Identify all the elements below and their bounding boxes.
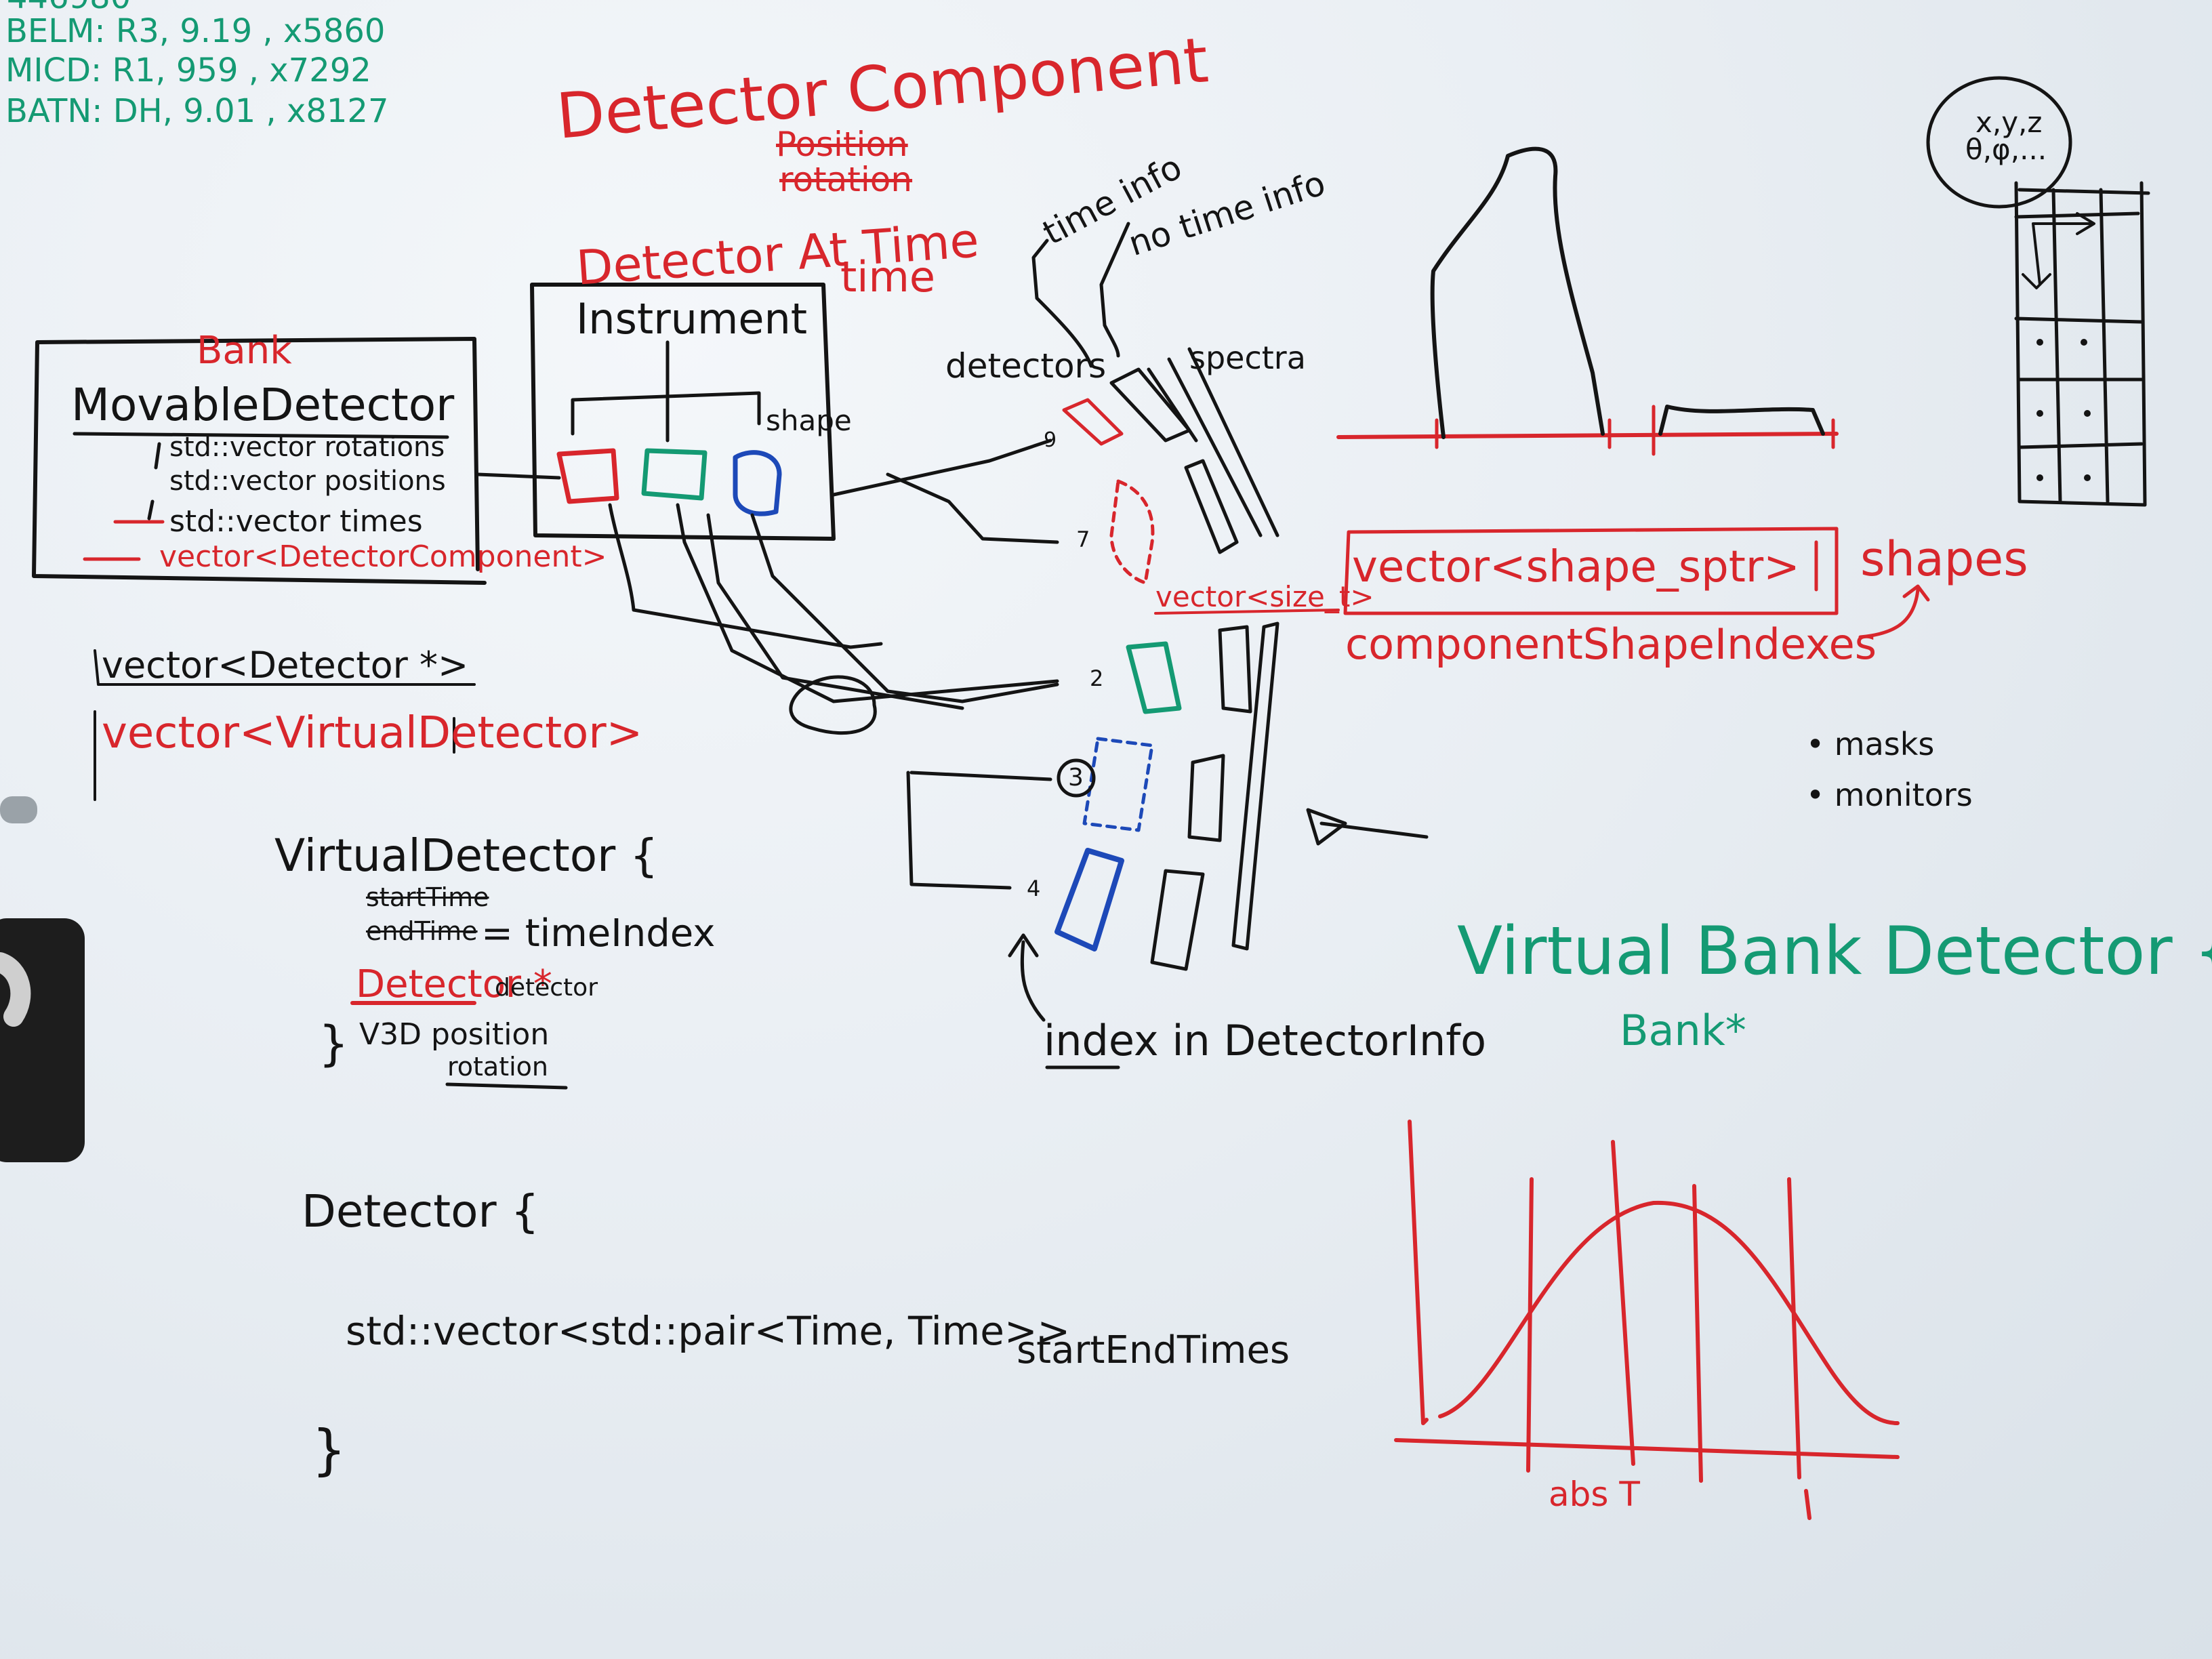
instrument-shape-label: shape xyxy=(766,404,852,437)
bank-label: Bank xyxy=(197,329,292,373)
contact-note-2: BELM: R3, 9.19 , x5860 xyxy=(5,12,386,50)
spectra-label: spectra xyxy=(1189,340,1306,376)
instrument-tree xyxy=(571,340,761,443)
struck-position: Position xyxy=(776,125,908,164)
no-time-info-pointer xyxy=(1099,222,1130,358)
detector-struct-open: Detector { xyxy=(302,1185,539,1237)
instrument-red-component xyxy=(556,448,619,504)
vd-detector-name: detector xyxy=(495,974,598,1002)
graph-abs-t-label: abs T xyxy=(1549,1475,1640,1514)
rotation-underline xyxy=(445,1082,568,1090)
vector-virtual-detector: vector<VirtualDetector> xyxy=(102,708,643,758)
detector-2 xyxy=(1126,641,1182,714)
bank-field-rotations: std::vector rotations xyxy=(169,432,445,463)
bank-red-line xyxy=(83,520,165,561)
movable-detector-title: MovableDetector xyxy=(71,379,455,431)
instrument-blue-component xyxy=(733,450,782,516)
contact-note-4: BATN: DH, 9.01 , x8127 xyxy=(5,92,389,130)
virtual-bank-member: Bank* xyxy=(1620,1006,1746,1055)
detector-number-9: 9 xyxy=(1044,428,1057,452)
contact-note-1: 446980 xyxy=(7,0,131,14)
vd-start-time: startTime xyxy=(366,882,489,912)
detector-7 xyxy=(1109,479,1155,585)
detector-number-7: 7 xyxy=(1076,527,1090,552)
time-info-pointer xyxy=(1031,239,1093,368)
detector-struct-member-name: startEndTimes xyxy=(1017,1328,1290,1372)
grid-note-angles: θ,φ,... xyxy=(1965,133,2047,166)
contact-note-3: MICD: R1, 959 , x7292 xyxy=(5,52,371,89)
vector-detector-bracket xyxy=(94,649,476,801)
shapes-bracket xyxy=(1343,527,1839,615)
beam-arrow xyxy=(1306,808,1429,846)
vd-end-time: endTime xyxy=(366,916,478,946)
vector-size-underline xyxy=(1154,609,1340,615)
index-arrow xyxy=(1008,933,1046,1022)
bank-field-times: std::vector times xyxy=(169,504,423,539)
circle-3 xyxy=(1057,758,1096,798)
instrument-label: Instrument xyxy=(576,294,808,344)
detector-number-3: 3 xyxy=(1068,764,1084,792)
detector-struct-close: } xyxy=(312,1418,346,1481)
instrument-green-component xyxy=(641,448,708,501)
detector-number-2: 2 xyxy=(1090,665,1104,691)
board-clip xyxy=(0,796,37,823)
bank-title-underline xyxy=(73,432,449,439)
spectrum-graph-top xyxy=(1336,146,1839,456)
vd-rotation: rotation xyxy=(447,1052,549,1082)
instrument-box xyxy=(530,283,836,541)
vector-detector-ptr: vector<Detector *> xyxy=(102,644,469,687)
detector-4 xyxy=(1054,848,1124,951)
bullet-masks-text: masks xyxy=(1834,726,1935,762)
vd-close-brace: } xyxy=(319,1016,349,1071)
detector-number-4: 4 xyxy=(1027,876,1041,901)
vd-detector-ptr: Detector * xyxy=(356,962,552,1006)
bank-field-positions: std::vector positions xyxy=(169,466,446,497)
bank-field-components: vector<DetectorComponent> xyxy=(159,539,607,574)
detector-3 xyxy=(1082,737,1154,832)
index-in-detectorinfo: index in DetectorInfo xyxy=(1044,1016,1487,1065)
grid-note-xyz: x,y,z xyxy=(1975,106,2043,139)
vd-v3d-position: V3D position xyxy=(359,1017,550,1052)
detector-at-time-line2: time xyxy=(840,252,936,302)
eraser xyxy=(0,918,85,1162)
bullet-monitors: • monitors xyxy=(1806,777,1973,813)
virtual-bank-title: Virtual Bank Detector { xyxy=(1457,913,2212,990)
distribution-graph xyxy=(1394,1120,1900,1520)
bullet-masks: • masks xyxy=(1806,726,1935,762)
struck-rotation: rotation xyxy=(779,160,913,199)
vector-size-t-label: vector<size_t> xyxy=(1155,580,1374,613)
component-shape-indexes: componentShapeIndexes xyxy=(1345,619,1877,669)
shapes-label: shapes xyxy=(1860,531,2028,587)
blob-shape xyxy=(789,675,877,735)
bank-box xyxy=(32,337,487,585)
bullet-monitors-text: monitors xyxy=(1834,777,1973,813)
detector-struct-member: std::vector<std::pair<Time, Time>> xyxy=(346,1308,1071,1354)
bank-to-instrument-line xyxy=(476,472,561,480)
detectors-label: detectors xyxy=(945,346,1107,386)
shapes-arrow xyxy=(1858,584,1930,639)
vd-time-index: = timeIndex xyxy=(481,912,716,956)
virtual-detector-open: VirtualDetector { xyxy=(274,830,659,882)
bank-black-dashes xyxy=(147,442,161,520)
detector-9 xyxy=(1062,398,1124,446)
spectra-column xyxy=(1109,347,1279,971)
pixel-grid-sketch xyxy=(1926,76,2150,507)
vector-shape-sptr: vector<shape_sptr> xyxy=(1352,542,1800,592)
